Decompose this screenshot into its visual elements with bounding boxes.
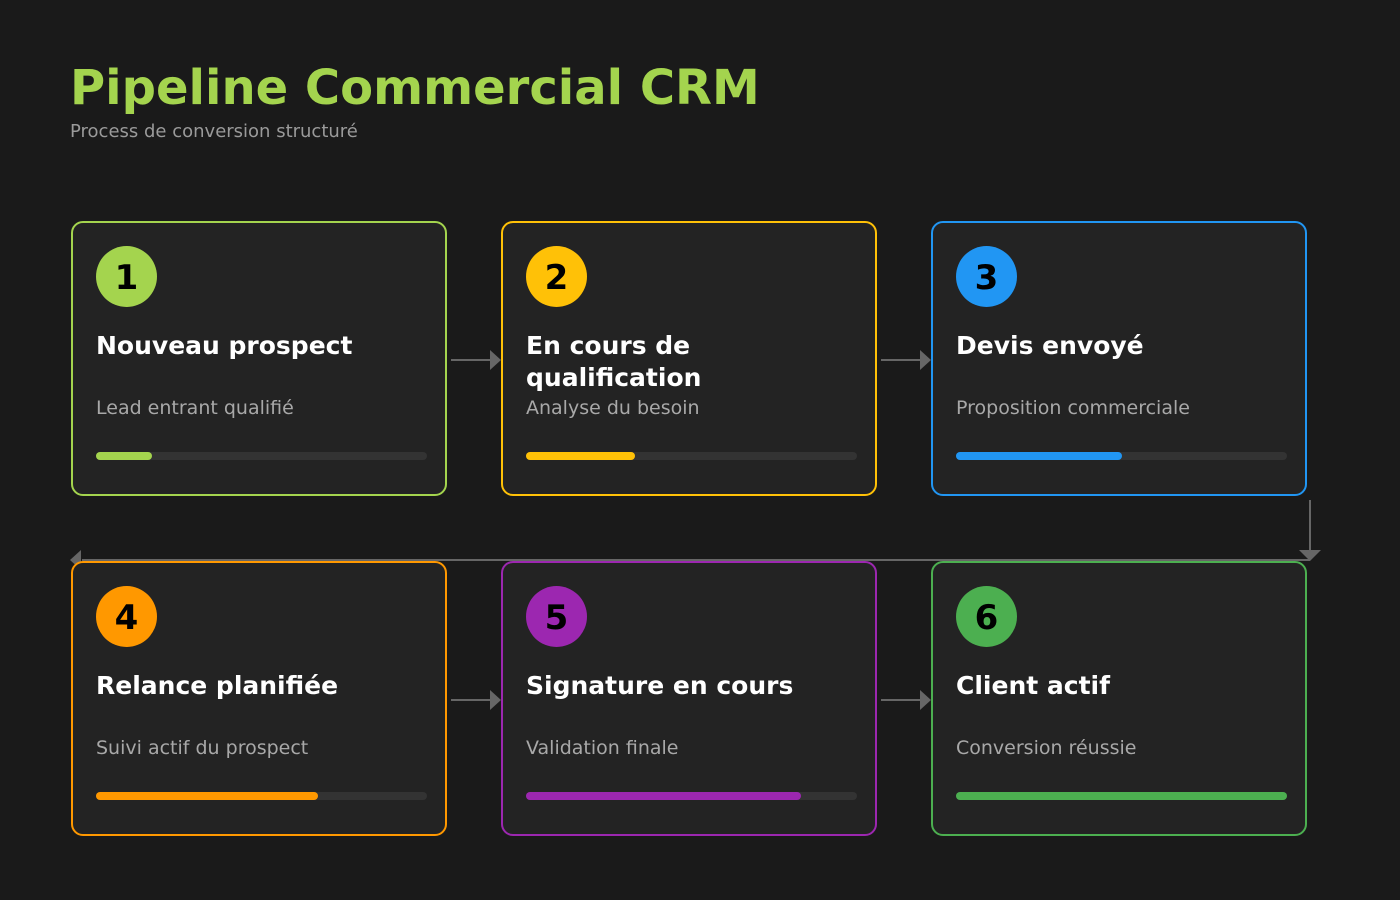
step-number-badge: 2 [526, 246, 587, 307]
progress-fill [526, 792, 801, 800]
progress-fill [956, 792, 1287, 800]
progress-bar [96, 792, 427, 800]
arrow-right-icon [920, 350, 931, 370]
arrow-right-icon [490, 350, 501, 370]
stage-description: Lead entrant qualifié [96, 397, 294, 419]
step-number-badge: 6 [956, 586, 1017, 647]
stage-description: Analyse du besoin [526, 397, 700, 419]
stage-title: Client actif [956, 671, 1110, 700]
progress-bar [956, 792, 1287, 800]
stage-card-relance-planifiee[interactable]: 4 Relance planifiée Suivi actif du prosp… [71, 561, 447, 836]
stage-card-signature-en-cours[interactable]: 5 Signature en cours Validation finale [501, 561, 877, 836]
progress-fill [96, 452, 153, 460]
stage-description: Conversion réussie [956, 737, 1137, 759]
stage-description: Validation finale [526, 737, 679, 759]
stage-description: Suivi actif du prospect [96, 737, 309, 759]
stage-title: Signature en cours [526, 671, 794, 700]
progress-bar [526, 452, 857, 460]
step-number-badge: 5 [526, 586, 587, 647]
stage-card-client-actif[interactable]: 6 Client actif Conversion réussie [931, 561, 1307, 836]
page-subtitle: Process de conversion structuré [70, 121, 358, 142]
step-number-badge: 4 [96, 586, 157, 647]
progress-bar [526, 792, 857, 800]
stage-card-devis-envoye[interactable]: 3 Devis envoyé Proposition commerciale [931, 221, 1307, 496]
stage-card-nouveau-prospect[interactable]: 1 Nouveau prospect Lead entrant qualifié [71, 221, 447, 496]
page-title: Pipeline Commercial CRM [70, 60, 760, 116]
progress-fill [526, 452, 636, 460]
stage-card-qualification[interactable]: 2 En cours de qualification Analyse du b… [501, 221, 877, 496]
progress-bar [956, 452, 1287, 460]
stage-title: En cours de qualification [526, 331, 702, 392]
progress-fill [956, 452, 1122, 460]
arrow-down-icon [1299, 550, 1321, 561]
step-number-badge: 1 [96, 246, 157, 307]
stage-description: Proposition commerciale [956, 397, 1190, 419]
arrow-right-icon [490, 690, 501, 710]
step-number-badge: 3 [956, 246, 1017, 307]
progress-fill [96, 792, 318, 800]
stage-title: Devis envoyé [956, 331, 1144, 360]
progress-bar [96, 452, 427, 460]
stage-title: Nouveau prospect [96, 331, 353, 360]
arrow-right-icon [920, 690, 931, 710]
stage-title: Relance planifiée [96, 671, 339, 700]
